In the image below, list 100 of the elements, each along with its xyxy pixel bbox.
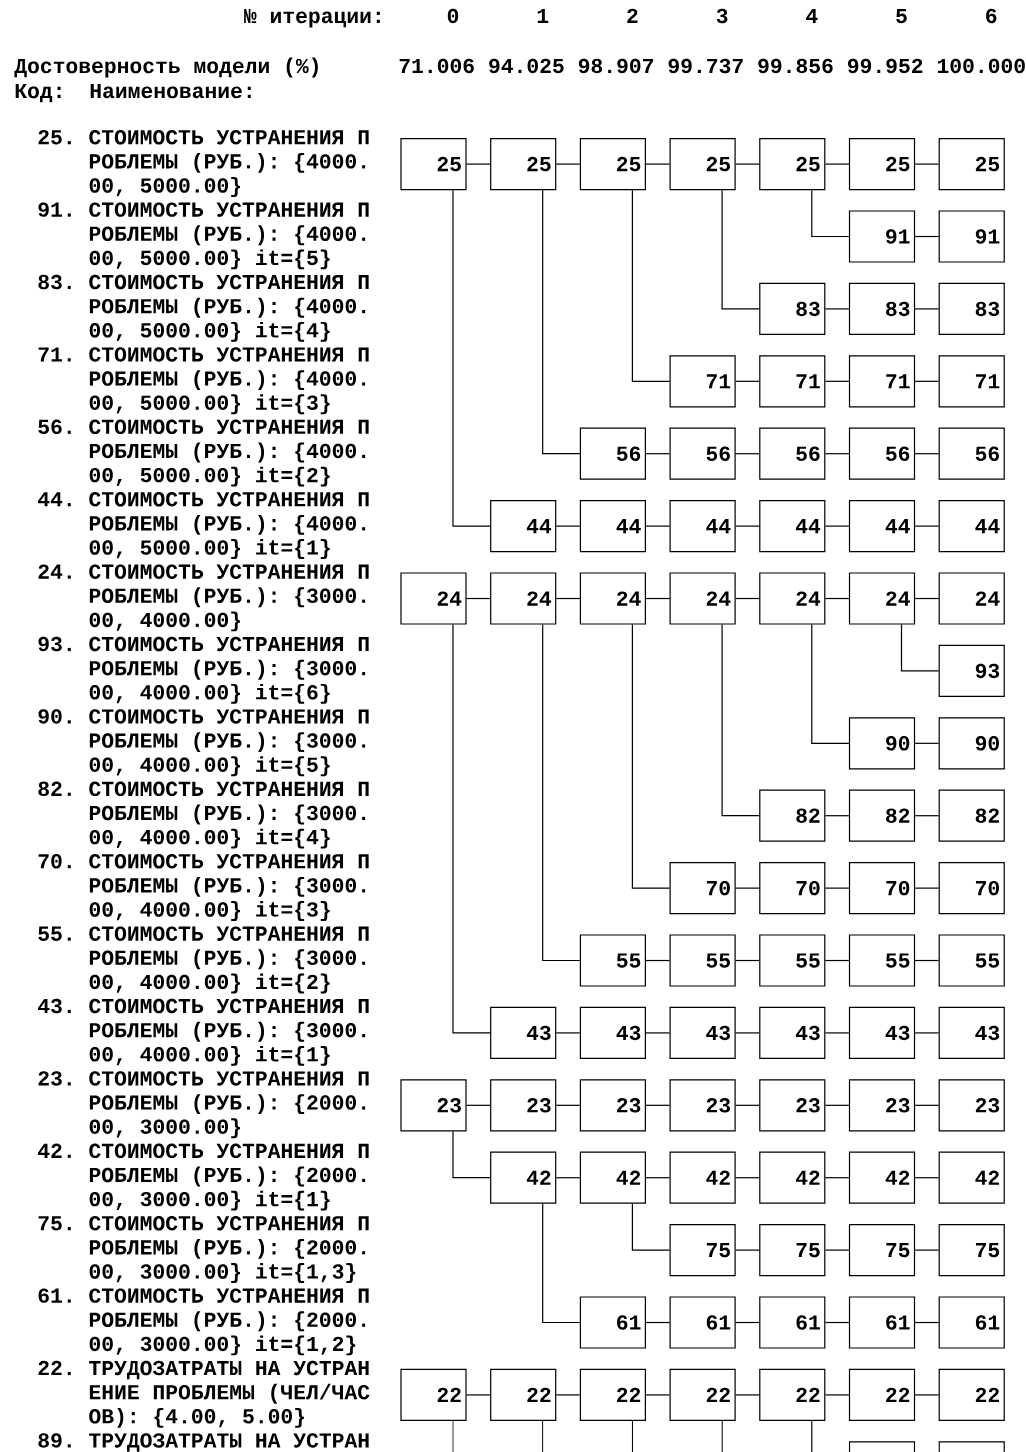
connector-line — [824, 163, 850, 165]
iteration-box: 22 — [579, 1368, 646, 1421]
iteration-box: 70 — [938, 862, 1005, 915]
iteration-box: 56 — [848, 427, 916, 480]
iteration-box: 82 — [848, 789, 916, 842]
iteration-box: 71 — [938, 355, 1005, 408]
factor-description: 43. СТОИМОСТЬ УСТРАНЕНИЯ П РОБЛЕМЫ (РУБ.): {3000. 00, 4000.00} it={1} — [38, 998, 369, 1066]
connector-line — [721, 189, 760, 310]
iteration-box: 22 — [490, 1368, 557, 1421]
iteration-box: 42 — [848, 1151, 916, 1204]
iteration-box: 83 — [848, 282, 916, 335]
connector-line — [645, 453, 671, 455]
column-header: Код: — [15, 83, 61, 103]
connector-line — [721, 1420, 723, 1452]
connector-line — [645, 597, 671, 600]
iteration-number: 1 — [537, 8, 549, 23]
iteration-box: 56 — [669, 427, 736, 480]
iteration-box: 43 — [490, 1006, 557, 1059]
iteration-box: 25 — [490, 138, 557, 191]
accuracy-value: 94.025 — [489, 58, 564, 74]
connector-line — [914, 308, 940, 310]
iteration-box: 22 — [759, 1368, 826, 1421]
iteration-box: 44 — [579, 500, 646, 553]
iteration-box: 71 — [848, 355, 916, 408]
iteration-number: 3 — [716, 8, 728, 24]
accuracy-value: 98.907 — [578, 58, 654, 74]
connector-line — [735, 380, 760, 382]
connector-line — [645, 1032, 671, 1034]
iteration-box: 75 — [669, 1224, 736, 1277]
factor-description: 44. СТОИМОСТЬ УСТРАНЕНИЯ П РОБЛЕМЫ (РУБ.): {4000. 00, 5000.00} it={1} — [38, 492, 369, 559]
iteration-box — [938, 1441, 1005, 1452]
connector-line — [452, 624, 491, 1034]
iteration-box: 43 — [938, 1006, 1005, 1059]
iteration-box: 22 — [938, 1368, 1005, 1421]
connector-line — [735, 1394, 760, 1396]
iteration-box: 75 — [848, 1224, 916, 1277]
factor-description: 25. СТОИМОСТЬ УСТРАНЕНИЯ П РОБЛЕМЫ (РУБ.): {4000. 00, 5000.00} — [38, 130, 369, 197]
connector-line — [735, 1032, 760, 1034]
connector-line — [914, 887, 940, 889]
iteration-box: 24 — [669, 572, 736, 625]
iteration-box: 24 — [938, 572, 1005, 625]
iteration-box: 70 — [759, 862, 826, 915]
connector-line — [466, 1394, 491, 1396]
factor-description: 24. СТОИМОСТЬ УСТРАНЕНИЯ П РОБЛЕМЫ (РУБ.): {3000. 00, 4000.00} — [38, 564, 369, 632]
connector-line — [900, 624, 940, 672]
connector-line — [466, 597, 491, 600]
iteration-box — [848, 1441, 916, 1452]
iteration-box: 90 — [938, 717, 1005, 770]
factor-description: 22. ТРУДОЗАТРАТЫ НА УСТРАН ЕНИЕ ПРОБЛЕМЫ (ЧЕЛ/ЧАС ОВ): {4.00, 5.00} — [38, 1360, 370, 1428]
connector-line — [735, 163, 760, 165]
connector-line — [811, 189, 850, 238]
connector-line — [466, 163, 491, 165]
iteration-box: 56 — [759, 427, 826, 480]
connector-line — [735, 453, 760, 455]
iteration-box: 24 — [579, 572, 646, 625]
connector-line — [542, 189, 581, 455]
factor-description: 61. СТОИМОСТЬ УСТРАНЕНИЯ П РОБЛЕМЫ (РУБ.): {2000. 00, 3000.00} it={1,2} — [38, 1288, 369, 1356]
iteration-number: 5 — [896, 8, 907, 24]
iteration-number: 4 — [806, 8, 818, 23]
connector-line — [631, 1420, 633, 1452]
iteration-box: 61 — [669, 1296, 736, 1349]
column-header: Наименование: — [90, 83, 251, 99]
connector-line — [555, 1177, 581, 1179]
iteration-box: 75 — [938, 1224, 1005, 1277]
factor-description: 91. СТОИМОСТЬ УСТРАНЕНИЯ П РОБЛЕМЫ (РУБ.): {4000. 00, 5000.00} it={5} — [38, 202, 369, 270]
connector-line — [735, 1249, 760, 1251]
iteration-box: 90 — [848, 717, 916, 770]
iteration-box: 23 — [848, 1079, 916, 1132]
connector-line — [555, 1394, 581, 1396]
iteration-box: 42 — [938, 1151, 1005, 1204]
connector-line — [824, 959, 850, 962]
factor-description: 93. СТОИМОСТЬ УСТРАНЕНИЯ П РОБЛЕМЫ (РУБ.): {3000. 00, 4000.00} it={6} — [38, 636, 369, 704]
connector-line — [824, 1394, 850, 1396]
iteration-box: 23 — [400, 1079, 467, 1132]
factor-description: 42. СТОИМОСТЬ УСТРАНЕНИЯ П РОБЛЕМЫ (РУБ.): {2000. 00, 3000.00} it={1} — [38, 1143, 369, 1211]
column-header: № итерации: — [244, 8, 380, 28]
iteration-box: 55 — [938, 934, 1005, 987]
connector-line — [914, 525, 940, 527]
factor-description: 70. СТОИМОСТЬ УСТРАНЕНИЯ П РОБЛЕМЫ (РУБ.): {3000. 00, 4000.00} it={3} — [38, 854, 369, 921]
iteration-box: 23 — [938, 1079, 1005, 1132]
factor-description: 82. СТОИМОСТЬ УСТРАНЕНИЯ П РОБЛЕМЫ (РУБ.): {3000. 00, 4000.00} it={4} — [38, 781, 369, 849]
connector-line — [645, 1177, 671, 1179]
connector-line — [735, 525, 760, 527]
iteration-box: 43 — [759, 1006, 826, 1059]
connector-line — [824, 1321, 850, 1324]
factor-description: 23. СТОИМОСТЬ УСТРАНЕНИЯ П РОБЛЕМЫ (РУБ.): {2000. 00, 3000.00} — [38, 1071, 369, 1139]
iteration-box: 24 — [848, 572, 916, 625]
iteration-box: 83 — [938, 282, 1005, 335]
connector-line — [721, 624, 760, 817]
factor-description: 75. СТОИМОСТЬ УСТРАНЕНИЯ П РОБЛЕМЫ (РУБ.): {2000. 00, 3000.00} it={1,3} — [38, 1216, 369, 1283]
connector-line — [735, 597, 760, 600]
iteration-box: 70 — [848, 862, 916, 915]
iteration-box: 44 — [848, 500, 916, 553]
connector-line — [542, 1203, 581, 1324]
factor-description: 56. СТОИМОСТЬ УСТРАНЕНИЯ П РОБЛЕМЫ (РУБ.): {4000. 00, 5000.00} it={2} — [38, 419, 369, 487]
iteration-box: 44 — [938, 500, 1005, 553]
accuracy-value: 100.000 — [937, 58, 1025, 74]
iteration-box: 25 — [759, 138, 826, 191]
connector-line — [914, 163, 940, 165]
connector-line — [555, 1032, 581, 1034]
